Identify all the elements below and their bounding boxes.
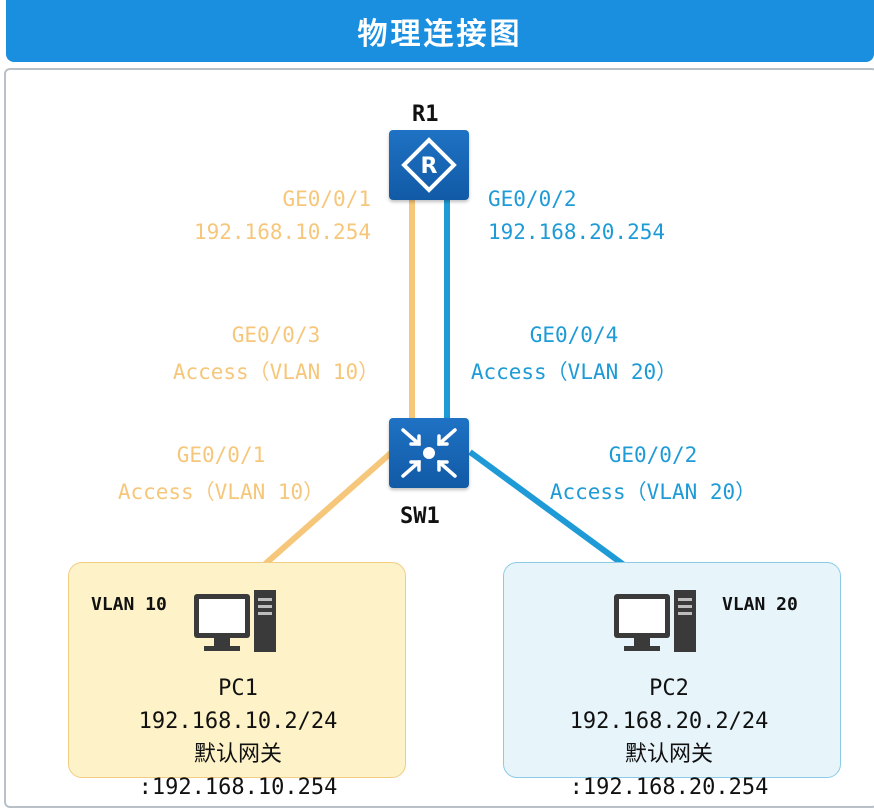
switch-uplink-right-port: GE0/0/4 — [529, 323, 619, 347]
router-right-ip: 192.168.20.254 — [488, 220, 666, 244]
pc1-name: PC1 — [218, 676, 258, 701]
pc2-ip: 192.168.20.2/24 — [569, 709, 769, 734]
vlan20-label: VLAN 20 — [722, 594, 798, 615]
pc1-gateway: :192.168.10.254 — [138, 775, 338, 800]
pc2-gateway: :192.168.20.254 — [569, 775, 769, 800]
pc1-computer-icon[interactable] — [192, 588, 278, 654]
pc1-gateway-label: 默认网关 — [193, 742, 282, 767]
diagram-title: 物理连接图 — [357, 17, 523, 52]
switch-name: SW1 — [400, 504, 440, 529]
pc1-info: PC1 192.168.10.2/24 默认网关 :192.168.10.254 — [78, 672, 398, 804]
router-icon: R — [401, 137, 457, 193]
svg-text:R: R — [421, 154, 438, 179]
router-left-port: GE0/0/1 — [282, 187, 371, 211]
switch-uplink-left-mode: Access（VLAN 10） — [172, 360, 380, 384]
switch-icon — [401, 428, 457, 478]
pc1-ip: 192.168.10.2/24 — [138, 709, 338, 734]
router-left-ip: 192.168.10.254 — [193, 220, 371, 244]
switch-uplink-right-mode: Access（VLAN 20） — [470, 360, 678, 384]
router-r1[interactable]: R — [389, 130, 469, 200]
router-right-port: GE0/0/2 — [488, 187, 577, 211]
router-name: R1 — [412, 102, 439, 127]
pc2-gateway-label: 默认网关 — [624, 742, 713, 767]
vlan20-group — [503, 562, 841, 778]
switch-down-right-mode: Access（VLAN 20） — [549, 480, 757, 504]
pc2-computer-icon[interactable] — [612, 588, 698, 654]
vlan10-label: VLAN 10 — [91, 594, 167, 615]
switch-uplink-left-port: GE0/0/3 — [231, 323, 321, 347]
switch-down-left-port: GE0/0/1 — [176, 443, 266, 467]
pc2-name: PC2 — [649, 676, 689, 701]
title-bar: 物理连接图 — [6, 0, 874, 62]
switch-down-right-port: GE0/0/2 — [608, 443, 698, 467]
switch-sw1[interactable] — [389, 418, 469, 488]
switch-down-left-mode: Access（VLAN 10） — [117, 480, 325, 504]
pc2-info: PC2 192.168.20.2/24 默认网关 :192.168.20.254 — [509, 672, 829, 804]
